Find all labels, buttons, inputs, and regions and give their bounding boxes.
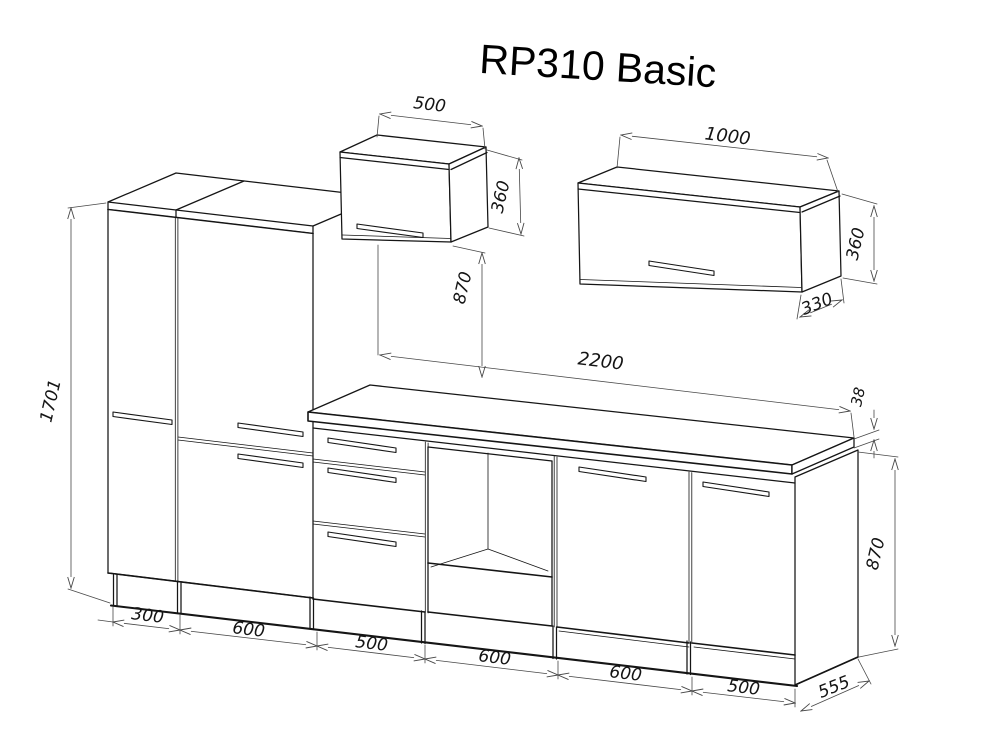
drawer-handle-2 — [327, 467, 397, 484]
dim-base-depth: 555 — [815, 672, 853, 703]
dim-base-width-5: 600 — [608, 662, 643, 686]
dim-counter-run: 2200 — [577, 348, 625, 374]
dim-base-width-6: 500 — [726, 676, 761, 700]
dim-wall-large-width: 1000 — [704, 123, 752, 149]
tall-unit-left-door-handle — [112, 411, 173, 426]
base-cabinet-run — [109, 427, 859, 688]
dim-wall-small-height: 360 — [488, 179, 515, 215]
base-run-end-panel — [794, 449, 859, 686]
tall-unit-front — [107, 208, 314, 599]
door-600-handle — [578, 466, 647, 483]
door-500-handle — [702, 481, 770, 498]
wall-1000-side — [799, 190, 842, 293]
countertop-end-face — [791, 437, 855, 475]
wall-500-handle — [356, 223, 424, 239]
wall-cabinet-1000 — [577, 166, 842, 293]
drawer-handle-1 — [327, 437, 397, 454]
door-cabinet-600 — [556, 466, 690, 648]
oven-niche — [427, 446, 553, 627]
dim-base-width-3: 500 — [354, 632, 389, 656]
dim-wall-large-depth: 330 — [798, 289, 836, 320]
dim-wall-large-height: 360 — [843, 226, 870, 262]
dim-base-width-1: 300 — [130, 604, 165, 628]
dim-counter-thickness: 38 — [847, 386, 869, 409]
drawer-handle-3 — [327, 531, 397, 548]
door-cabinet-500 — [691, 481, 796, 660]
dim-wall-small-width: 500 — [412, 93, 447, 117]
wall-cabinet-500 — [339, 134, 489, 243]
wall-500-side — [448, 146, 489, 243]
tall-unit-lower-door-handle — [237, 453, 304, 469]
countertop — [307, 384, 855, 475]
dim-base-height: 870 — [863, 536, 890, 572]
dim-base-width-4: 600 — [477, 646, 512, 670]
drawer-unit — [312, 437, 426, 613]
drawing-title: RP310 Basic — [478, 36, 717, 96]
tall-unit-upper-door-handle — [237, 422, 304, 438]
dim-base-width-2: 600 — [231, 618, 266, 642]
dim-tall-height: 1701 — [37, 378, 66, 425]
wall-1000-handle — [648, 260, 715, 277]
dim-wall-to-counter-gap: 870 — [450, 270, 477, 306]
tall-unit — [107, 172, 382, 631]
